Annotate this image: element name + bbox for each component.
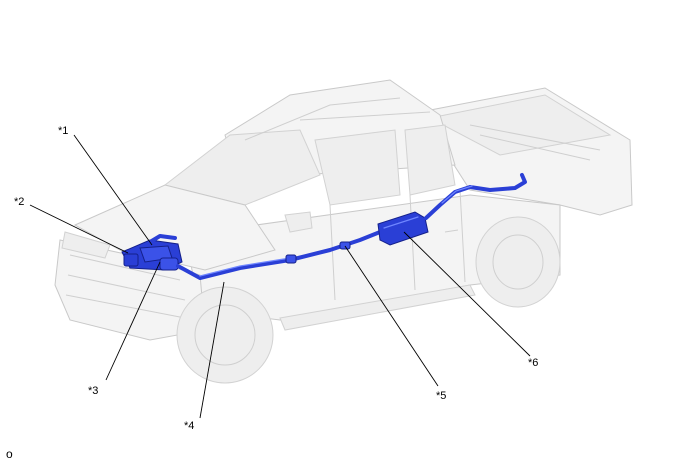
- muffler: [377, 211, 429, 246]
- leader-line-6: [403, 231, 531, 357]
- callout-labels: *1 *2 *3 *4 *5 *6: [14, 125, 538, 432]
- pickup-truck-illustration: [54, 79, 633, 384]
- callout-4: *4: [184, 420, 194, 432]
- leader-line-5: [344, 245, 439, 387]
- figure-code: o: [6, 447, 13, 461]
- callout-5: *5: [436, 390, 446, 402]
- callout-2: *2: [14, 196, 24, 208]
- callout-1: *1: [58, 125, 68, 137]
- leader-line-2: [29, 204, 129, 254]
- leader-line-3: [105, 261, 161, 381]
- leader-lines: [29, 134, 531, 419]
- leader-line-1: [73, 134, 153, 246]
- callout-6: *6: [528, 357, 538, 369]
- exhaust-manifold-assembly: [121, 234, 183, 271]
- callout-3: *3: [88, 385, 98, 397]
- leader-line-4: [199, 281, 225, 419]
- exhaust-system: [121, 173, 527, 280]
